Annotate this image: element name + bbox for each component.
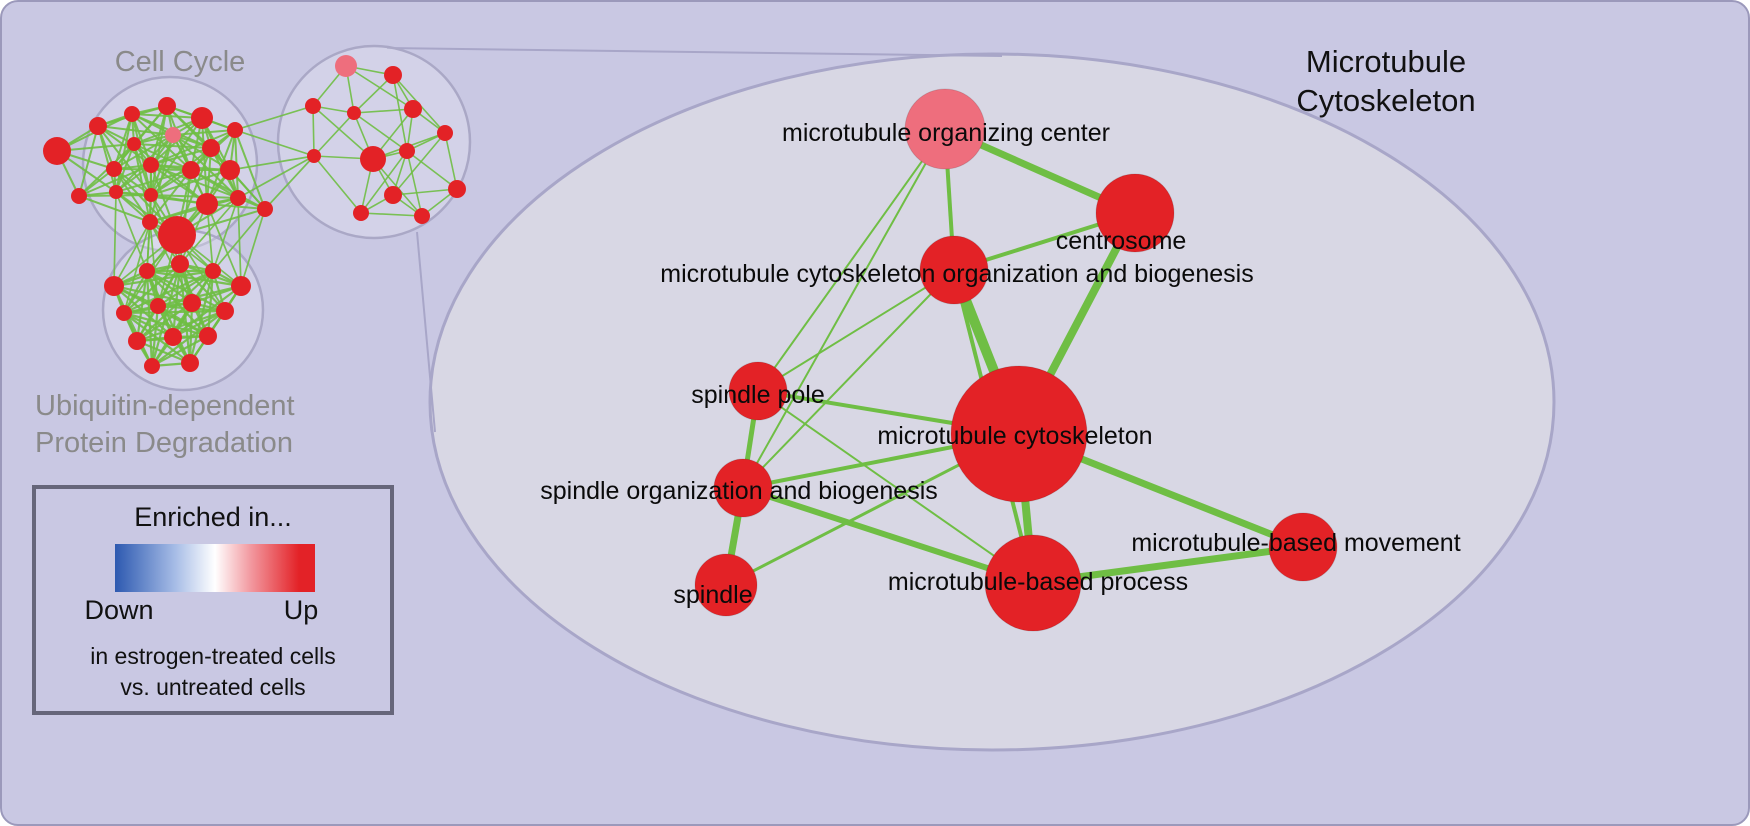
overview-node [437, 125, 453, 141]
node-label-moc: microtubule organizing center [782, 119, 1110, 147]
overview-node [202, 139, 220, 157]
overview-node [165, 127, 181, 143]
cluster-label-ubiquitin: Ubiquitin-dependent Protein Degradation [35, 388, 295, 462]
edge-sob-mbp [742, 485, 1034, 586]
node-label-spl: spindle [673, 581, 752, 609]
detail-title-microtubule-cytoskeleton: Microtubule Cytoskeleton [1226, 42, 1546, 120]
overview-node [43, 137, 71, 165]
overview-node [164, 328, 182, 346]
overview-node [353, 205, 369, 221]
overview-node [196, 193, 218, 215]
overview-node [257, 201, 273, 217]
node-mbm [1268, 512, 1338, 582]
overview-node [182, 161, 200, 179]
overview-node [89, 117, 107, 135]
overview-node [143, 157, 159, 173]
overview-node [231, 276, 251, 296]
overview-node [199, 327, 217, 345]
overview-node [384, 66, 402, 84]
detail-node-labels: microtubule organizing center centrosome m… [540, 119, 1460, 609]
overview-node [127, 137, 141, 151]
overview-node [335, 55, 357, 77]
overview-node [109, 185, 123, 199]
node-sob [713, 458, 773, 518]
node-label-cen: centrosome [1056, 227, 1187, 255]
node-moc [904, 88, 986, 170]
legend-gradient-bar [115, 544, 315, 592]
node-label-sp: spindle pole [691, 381, 824, 409]
cluster-label-cell-cycle: Cell Cycle [114, 46, 246, 78]
overview-node [158, 216, 196, 254]
detail-title-line1: Microtubule [1305, 44, 1467, 79]
legend-caption-line1: in estrogen-treated cells [90, 643, 336, 669]
legend-up-label: Up [283, 595, 319, 625]
overview-node [171, 255, 189, 273]
overview-node [220, 160, 240, 180]
zoom-callout-line [386, 47, 1003, 57]
node-label-sob: spindle organization and biogenesis [540, 477, 938, 505]
overview-node [139, 263, 155, 279]
node-mc [950, 365, 1088, 503]
zoom-callout-line [416, 231, 436, 433]
overview-node [347, 106, 361, 120]
overview-node [448, 180, 466, 198]
overview-node [414, 208, 430, 224]
overview-node [144, 358, 160, 374]
overview-node [142, 214, 158, 230]
node-cen [1095, 173, 1175, 253]
overview-node [183, 294, 201, 312]
overview-node [158, 97, 176, 115]
detail-title-line2: Cytoskeleton [1296, 83, 1476, 118]
node-label-mco: microtubule cytoskeleton organization an… [660, 260, 1253, 288]
overview-node [227, 122, 243, 138]
legend-box: Enriched in... Down Up in estrogen-treat… [32, 485, 394, 715]
overview-node [116, 305, 132, 321]
overview-node [191, 107, 213, 129]
node-spl [694, 553, 758, 617]
overview-node [384, 186, 402, 204]
overview-node [205, 263, 221, 279]
cluster-circle-microtubule [276, 44, 472, 240]
overview-node [360, 146, 386, 172]
overview-node [307, 149, 321, 163]
node-label-mbm: microtubule-based movement [1131, 529, 1460, 557]
edge-mco-sp [757, 269, 955, 392]
edge-mco-sob [742, 269, 955, 489]
legend-down-label: Down [84, 595, 154, 625]
ubiquitin-label-line1: Ubiquitin-dependent [35, 390, 295, 422]
node-label-mbp: microtubule-based process [888, 568, 1188, 596]
overview-node [144, 188, 158, 202]
legend-title: Enriched in... [134, 502, 292, 532]
legend-caption: in estrogen-treated cells vs. untreated … [36, 641, 390, 703]
ubiquitin-label-line2: Protein Degradation [35, 427, 293, 459]
overview-nodes [43, 55, 466, 374]
overview-node [124, 106, 140, 122]
overview-node [181, 354, 199, 372]
overview-node [305, 98, 321, 114]
overview-node [150, 298, 166, 314]
legend-caption-line2: vs. untreated cells [120, 674, 306, 700]
overview-node [399, 143, 415, 159]
node-mco [919, 235, 989, 305]
edge-sp-mbp [757, 390, 1034, 584]
overview-node [104, 276, 124, 296]
node-mbp [984, 534, 1082, 632]
overview-node [71, 188, 87, 204]
overview-node [128, 332, 146, 350]
detail-nodes [694, 88, 1338, 632]
overview-node [106, 161, 122, 177]
node-label-mc: microtubule cytoskeleton [877, 422, 1152, 450]
overview-node [404, 100, 422, 118]
overview-node [216, 302, 234, 320]
overview-node [230, 190, 246, 206]
node-sp [728, 361, 788, 421]
edge-moc-sp [757, 128, 946, 392]
edge-moc-sob [742, 128, 946, 489]
